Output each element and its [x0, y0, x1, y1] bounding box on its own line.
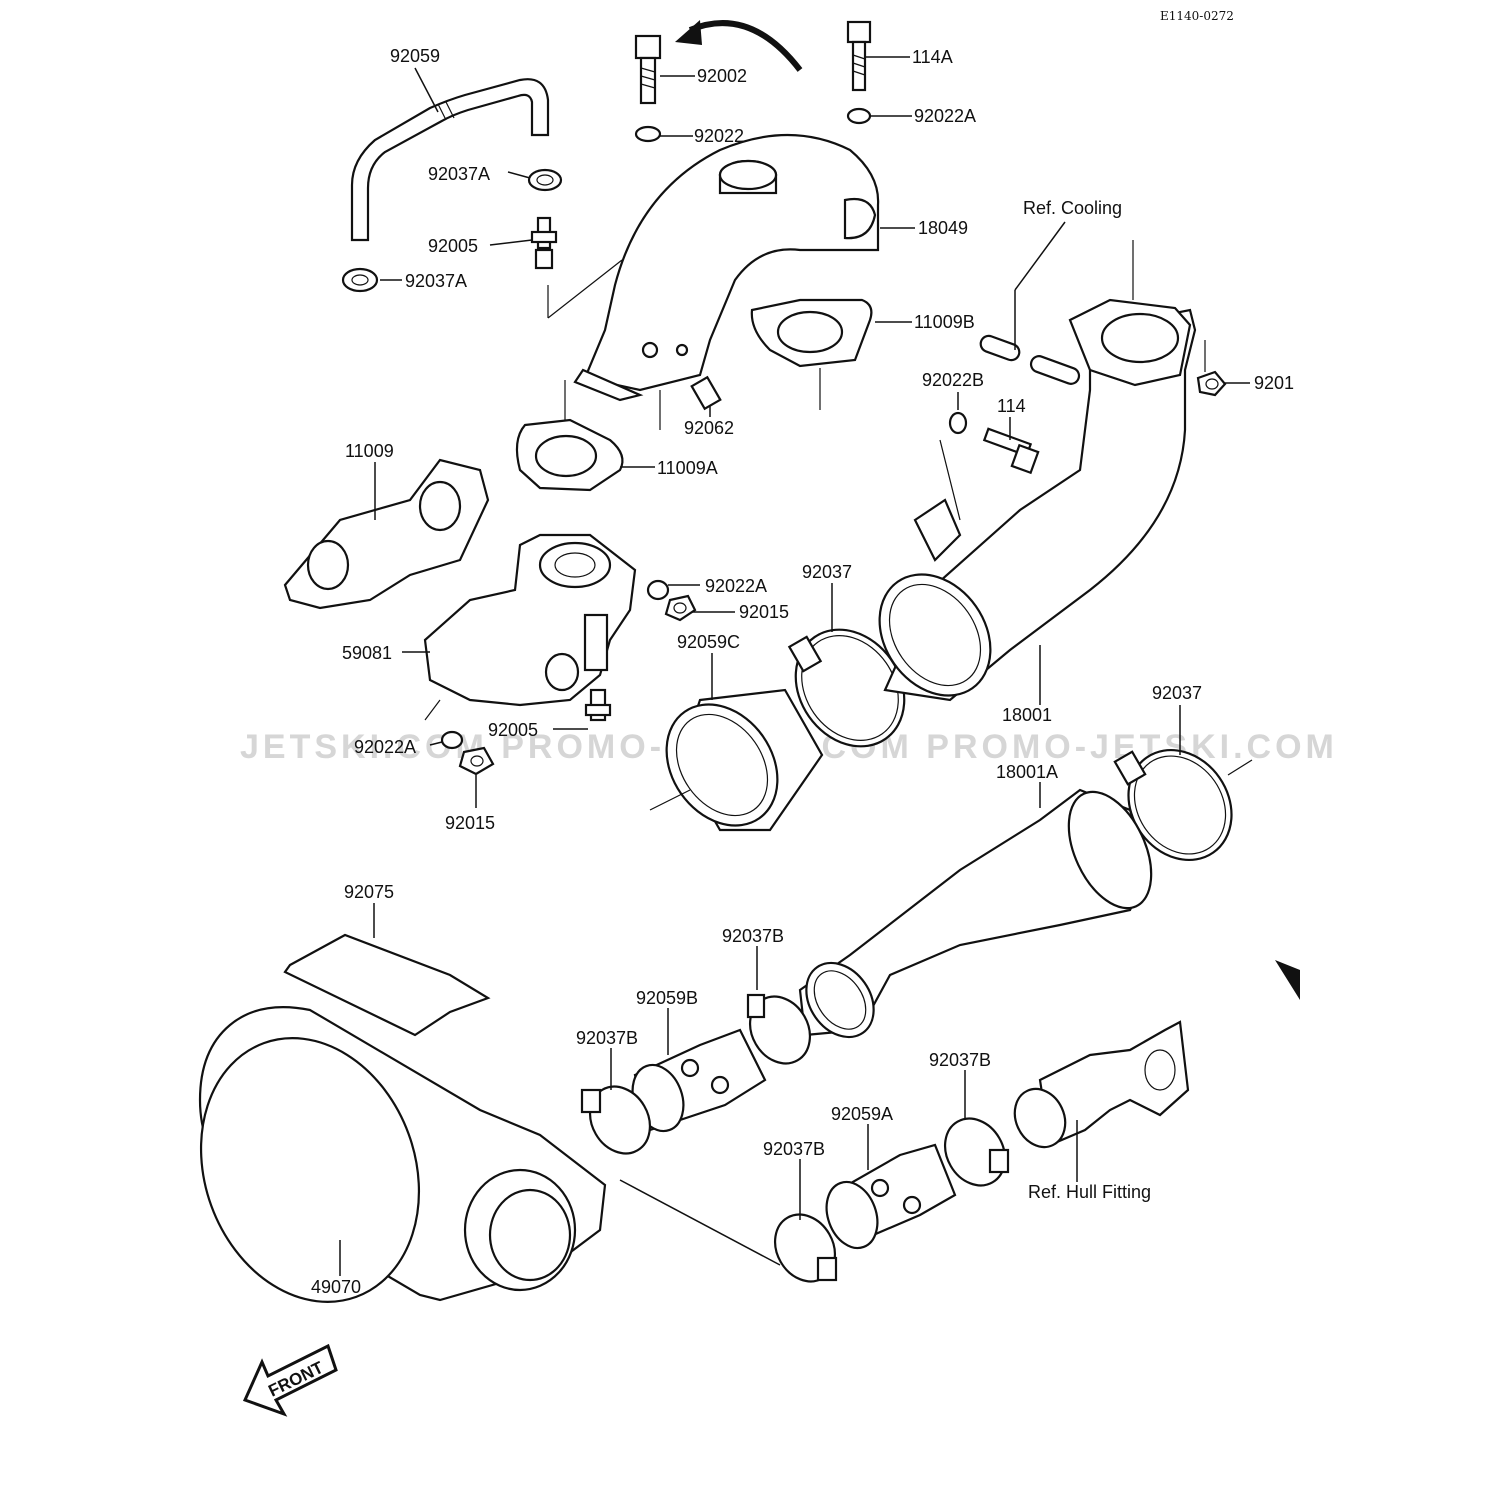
label-92037B-2: 92037B [576, 1028, 638, 1048]
figure-id: E1140-0272 [1160, 9, 1234, 23]
gasket-11009B [750, 298, 873, 368]
washer-92022 [634, 125, 662, 143]
washer-92022A-top [846, 107, 872, 125]
front-arrow-icon: FRONT [242, 1343, 338, 1417]
clamp-92037B-2 [580, 1085, 652, 1155]
clamp-92037-mid [787, 628, 906, 748]
fitting-92005-low [584, 688, 612, 722]
nut-92015-low [458, 746, 495, 776]
label-92015-mid: 92015 [739, 602, 789, 622]
label-92022A-top: 92022A [914, 106, 976, 126]
label-49070: 49070 [311, 1277, 361, 1297]
nut-92015-mid [664, 594, 697, 622]
clamp-92037A-upper [527, 168, 563, 192]
label-18001: 18001 [1002, 705, 1052, 725]
heat-shield-92075 [283, 933, 491, 1037]
water-box-59081 [423, 533, 637, 707]
cooling-hose-pieces [979, 334, 1081, 385]
washer-92022A-mid [646, 579, 670, 601]
exhaust-manifold-18049 [573, 133, 880, 402]
exhaust-pipe-18001 [878, 298, 1197, 702]
label-11009A: 11009A [657, 458, 718, 478]
label-92037B-4: 92037B [929, 1050, 991, 1070]
leader-lines [339, 56, 1253, 1276]
label-ref-hull-fitting: Ref. Hull Fitting [1028, 1182, 1151, 1202]
label-18049: 18049 [918, 218, 968, 238]
gasket-11009A [515, 418, 624, 492]
sensor-92062 [690, 375, 722, 411]
label-92015-low: 92015 [445, 813, 495, 833]
label-92059: 92059 [390, 46, 440, 66]
label-92037B-3: 92037B [763, 1139, 825, 1159]
label-ref-cooling: Ref. Cooling [1023, 198, 1122, 218]
part-labels: 92059 92002 114A 92022 92022A 92037A 180… [311, 46, 1294, 1297]
label-59081: 59081 [342, 643, 392, 663]
clamp-92037A-lower [341, 267, 379, 293]
fitting-92005 [530, 216, 558, 270]
label-92022A-low: 92022A [354, 737, 416, 757]
label-18001A: 18001A [996, 762, 1058, 782]
coupling-92059C [665, 688, 824, 832]
label-92037B-1: 92037B [722, 926, 784, 946]
washer-92022B [948, 411, 968, 435]
hull-fitting [1013, 1020, 1190, 1149]
label-92059C: 92059C [677, 632, 740, 652]
nut-9201 [1196, 370, 1227, 397]
exhaust-cone-18001A [798, 788, 1153, 1039]
bolt-114A [846, 20, 872, 92]
label-92075: 92075 [344, 882, 394, 902]
label-92022: 92022 [694, 126, 744, 146]
rotation-arrow-icon [675, 20, 803, 72]
label-92037-mid: 92037 [802, 562, 852, 582]
clamp-92037B-1 [746, 993, 812, 1065]
label-11009B: 11009B [914, 312, 975, 332]
partial-arrow-icon [1275, 960, 1300, 1000]
label-114: 114 [997, 396, 1026, 416]
label-92002: 92002 [697, 66, 747, 86]
coupling-92059A [825, 1143, 957, 1250]
washer-92022A-low [440, 730, 464, 750]
label-92037A-lower: 92037A [405, 271, 467, 291]
label-11009: 11009 [345, 441, 394, 461]
hose-92059 [350, 78, 550, 242]
label-92022B: 92022B [922, 370, 984, 390]
label-92022A-mid: 92022A [705, 576, 767, 596]
bolt-114 [982, 427, 1040, 475]
gasket-11009 [283, 458, 490, 610]
clamp-92037B-3 [773, 1213, 838, 1283]
label-92037A-upper: 92037A [428, 164, 490, 184]
label-9201: 9201 [1254, 373, 1294, 393]
label-92062: 92062 [684, 418, 734, 438]
label-114A: 114A [912, 47, 953, 67]
label-92059A: 92059A [831, 1104, 893, 1124]
label-92037-right: 92037 [1152, 683, 1202, 703]
muffler-49070 [198, 1006, 607, 1303]
clamp-92037B-4 [943, 1117, 1010, 1187]
label-92005: 92005 [428, 236, 478, 256]
bolt-92002 [634, 34, 662, 105]
label-92059B: 92059B [636, 988, 698, 1008]
label-92005-low: 92005 [488, 720, 538, 740]
